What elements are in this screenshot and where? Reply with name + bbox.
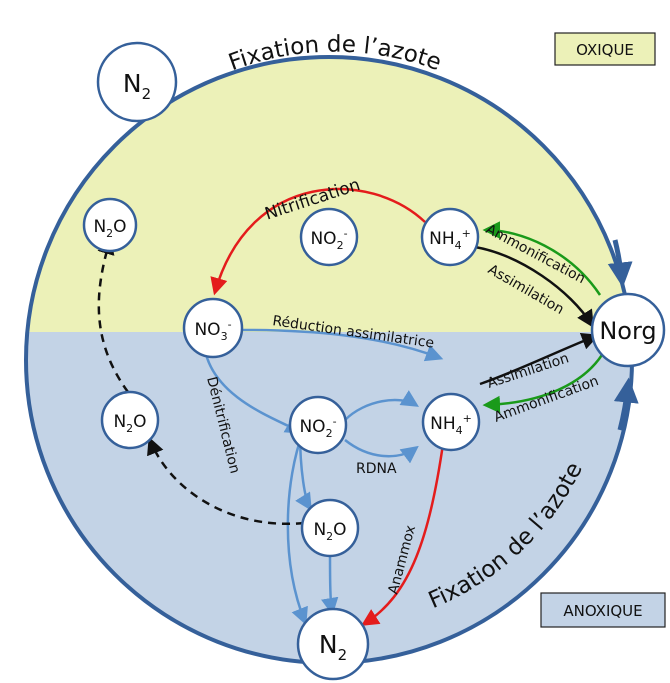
circle-arrow-bottom xyxy=(613,377,639,431)
svg-text:NO2-: NO2- xyxy=(310,227,347,252)
node-n2-top: N2 xyxy=(96,41,178,123)
node-nh4-mid: NH4+ xyxy=(421,392,481,452)
n2o-dashed-up-arrow xyxy=(97,236,130,393)
oxique-box xyxy=(554,32,656,66)
svg-text:NH4+: NH4+ xyxy=(430,412,472,437)
anoxique-label: ANOXIQUE xyxy=(563,602,642,620)
rdna-arrow xyxy=(344,439,419,464)
ammonification-mid-arrow xyxy=(482,349,607,414)
svg-text:N2: N2 xyxy=(123,69,151,103)
node-n2o-left-bottom: N2O xyxy=(100,390,160,450)
node-norg: Norg xyxy=(590,292,666,368)
rdna-label: RDNA xyxy=(356,461,397,477)
svg-text:Norg: Norg xyxy=(599,317,656,345)
reduction-arrow xyxy=(242,328,444,362)
svg-text:N2O: N2O xyxy=(113,412,146,435)
node-nh4-top: NH4+ xyxy=(420,207,480,267)
no2-to-nh4-upper-arrow xyxy=(344,390,419,421)
node-no2-top: NO2- xyxy=(299,207,359,267)
anoxique-box xyxy=(540,592,666,628)
no2-to-n2-arrow xyxy=(286,431,308,626)
oxique-label: OXIQUE xyxy=(576,41,634,59)
svg-text:N2: N2 xyxy=(319,630,347,664)
svg-text:N2O: N2O xyxy=(93,217,126,240)
svg-text:NH4+: NH4+ xyxy=(429,227,471,252)
assimilation-top-arrow xyxy=(474,245,594,328)
assimilation-mid-arrow xyxy=(479,332,600,386)
node-no2-mid: NO2- xyxy=(288,395,348,455)
node-n2-bottom: N2 xyxy=(296,607,370,681)
node-n2o-mid: N2O xyxy=(300,498,360,558)
nitrification-arrow xyxy=(210,187,426,296)
n2o-dashed-left-arrow xyxy=(147,436,305,526)
circle-arrow-top xyxy=(607,239,633,288)
svg-text:NO3-: NO3- xyxy=(194,318,231,343)
anammox-arrow xyxy=(361,429,447,626)
svg-text:NO2-: NO2- xyxy=(299,415,336,440)
ammonification-top-arrow xyxy=(482,221,602,296)
node-n2o-left-top: N2O xyxy=(82,197,138,253)
svg-text:N2O: N2O xyxy=(313,520,346,543)
node-no3: NO3- xyxy=(182,297,244,359)
